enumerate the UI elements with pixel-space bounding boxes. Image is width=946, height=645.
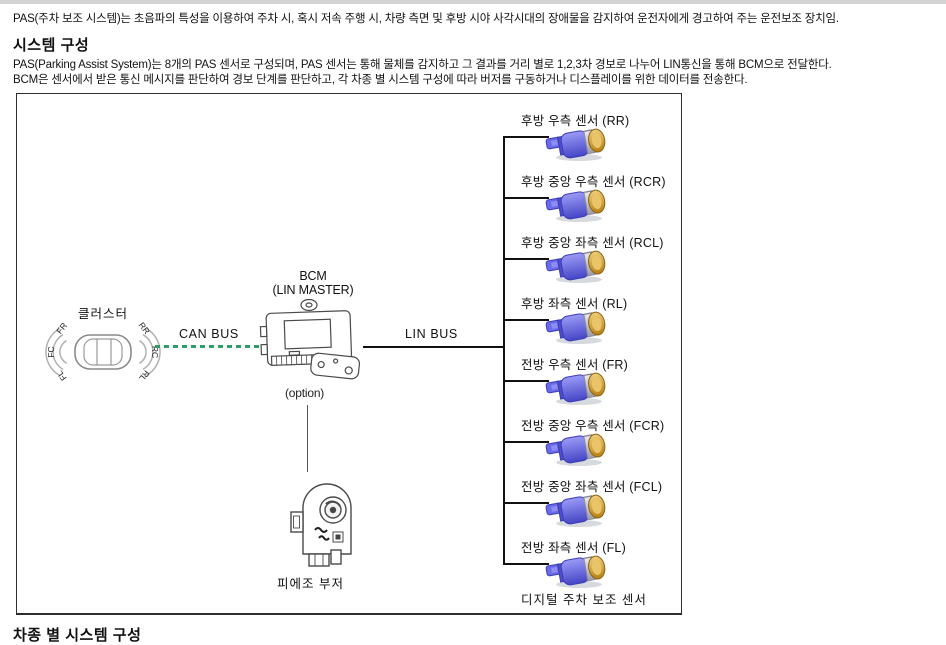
sensor-branch-line [503,319,549,321]
top-divider-bar [0,0,946,4]
zone-label-rc: RC [150,346,160,358]
bcm-title: BCM [299,269,327,283]
ultrasonic-sensor-icon [545,248,609,284]
sensor-label: 후방 좌측 센서 (RL) [521,297,628,311]
intro-paragraph: PAS(주차 보조 시스템)는 초음파의 특성을 이용하여 주차 시, 혹시 저… [13,13,839,25]
sensor-label: 전방 우측 센서 (FR) [521,358,629,372]
sensor-branch-line [503,197,549,199]
next-section-heading-partial: 차종 별 시스템 구성 [13,627,142,644]
sensor-row: 전방 중앙 좌측 센서 (FCL) [17,476,681,534]
sensor-branch-line [503,502,549,504]
option-connector-line [307,405,308,472]
description-line-1: PAS(Parking Assist System)는 8개의 PAS 센서로 … [13,59,832,71]
sensor-row: 전방 중앙 우측 센서 (FCR) [17,415,681,473]
sensor-bus-trunk-line [503,136,505,565]
sensor-row: 전방 우측 센서 (FR) [17,354,681,412]
section-title: 시스템 구성 [13,37,90,54]
bcm-option-label: (option) [285,386,325,400]
sensor-branch-line [503,380,549,382]
ultrasonic-sensor-icon [545,553,609,589]
can-bus-line [155,345,261,348]
can-bus-label: CAN BUS [179,327,239,341]
sensor-row: 전방 좌측 센서 (FL) [17,537,681,595]
sensor-label: 전방 중앙 좌측 센서 (FCL) [521,480,663,494]
zone-label-fc: FC [46,346,56,357]
ultrasonic-sensor-icon [545,431,609,467]
sensor-row: 후방 중앙 우측 센서 (RCR) [17,171,681,229]
bcm-label-block: BCM (LIN MASTER) [247,269,379,297]
sensors-caption: 디지털 주차 보조 센서 [521,593,647,607]
sensors-layer: 후방 우측 센서 (RR) 후방 중앙 우측 센서 (RCR) 후방 중앙 좌측… [17,94,681,613]
sensor-label: 전방 중앙 우측 센서 (FCR) [521,419,665,433]
sensor-branch-line [503,136,549,138]
sensor-label: 전방 좌측 센서 (FL) [521,541,626,555]
bcm-module-icon [259,298,361,380]
ultrasonic-sensor-icon [545,370,609,406]
lin-bus-label: LIN BUS [405,327,458,341]
sonar-arcs [45,327,161,377]
car-top-view [74,334,132,370]
sensor-row: 후방 우측 센서 (RR) [17,110,681,168]
sensor-branch-line [503,441,549,443]
cluster-label: 클러스터 [78,307,128,321]
sensor-row: 후방 중앙 좌측 센서 (RCL) [17,232,681,290]
sensor-branch-line [503,563,549,565]
lin-bus-line [363,346,503,348]
sensor-row: 후방 좌측 센서 (RL) [17,293,681,351]
ultrasonic-sensor-icon [545,492,609,528]
buzzer-label: 피에조 부저 [277,577,344,591]
sensor-branch-line [503,258,549,260]
ultrasonic-sensor-icon [545,126,609,162]
cluster-vehicle-icon: 클러스터 FR FC FL RR RC RL [45,307,161,383]
ultrasonic-sensor-icon [545,187,609,223]
sensor-label: 후방 중앙 우측 센서 (RCR) [521,175,666,189]
description-line-2: BCM은 센서에서 받은 통신 메시지를 판단하여 경보 단계를 판단하고, 각… [13,74,748,86]
system-diagram: 클러스터 FR FC FL RR RC RL CAN BUS BCM (L [16,93,682,615]
ultrasonic-sensor-icon [545,309,609,345]
bcm-subtitle: (LIN MASTER) [272,283,354,297]
piezo-buzzer-icon [290,483,352,567]
sensor-label: 후방 우측 센서 (RR) [521,114,630,128]
sensor-label: 후방 중앙 좌측 센서 (RCL) [521,236,664,250]
